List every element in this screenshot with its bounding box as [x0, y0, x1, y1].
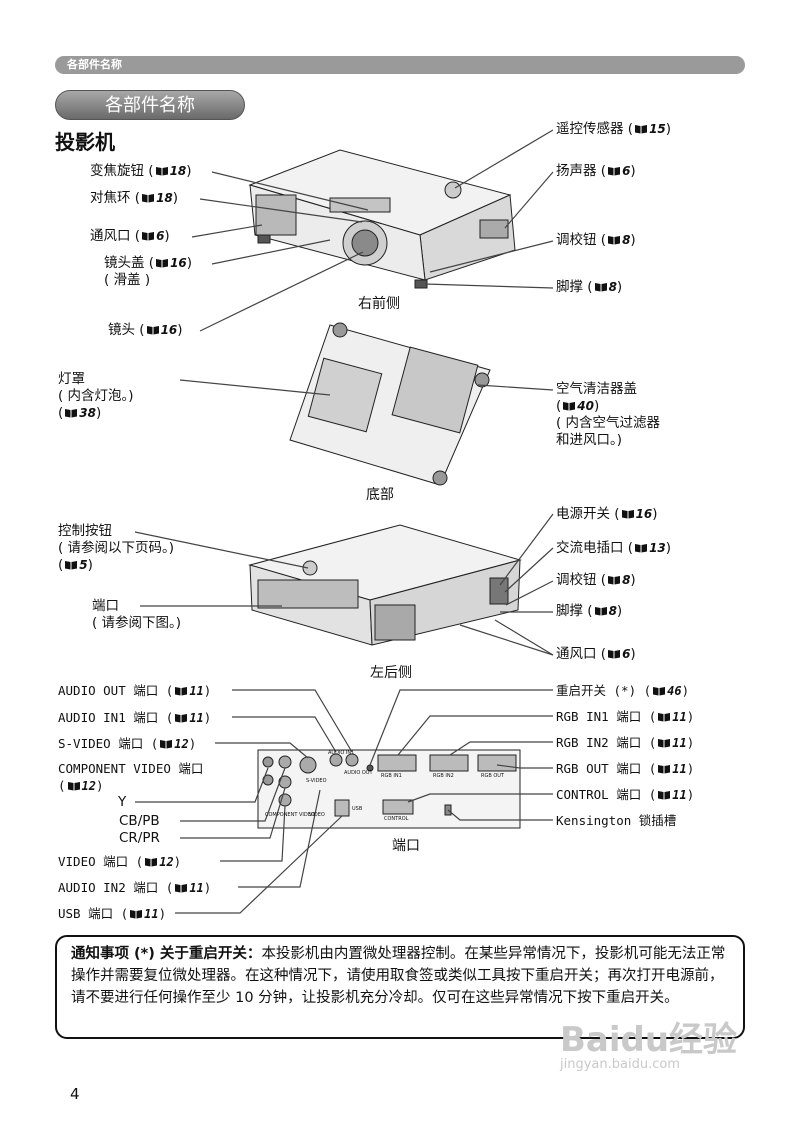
panel-text-video: VIDEO	[309, 812, 325, 818]
book-icon	[64, 408, 78, 418]
label-power-switch: 电源开关 (16)	[556, 506, 658, 523]
label-audio-out: AUDIO OUT 端口 (11)	[58, 682, 211, 700]
label-remote-sensor: 遥控传感器 (15)	[556, 121, 671, 138]
caption-front: 右前侧	[358, 293, 400, 313]
book-icon	[67, 781, 81, 791]
label-speaker: 扬声器 (6)	[556, 163, 636, 180]
label-air-filter-cover: 空气清洁器盖(40)( 内含空气过滤器和进风口。)	[556, 381, 660, 449]
book-icon	[607, 166, 621, 176]
label-s-video: S-VIDEO 端口 (12)	[58, 735, 196, 753]
panel-text-audio-out: AUDIO OUT	[344, 770, 373, 776]
label-audio-in1: AUDIO IN1 端口 (11)	[58, 709, 211, 727]
label-audio-in2: AUDIO IN2 端口 (11)	[58, 879, 211, 897]
book-icon	[159, 739, 173, 749]
label-lens: 镜头 (16)	[108, 322, 183, 339]
label-adjust-button-front: 调校钮 (8)	[556, 232, 636, 249]
label-rgb-out: RGB OUT 端口 (11)	[556, 760, 694, 778]
book-icon	[155, 166, 169, 176]
projector-bottom-illustration	[290, 323, 490, 485]
panel-text-control: CONTROL	[384, 816, 408, 822]
caption-bottom: 底部	[366, 484, 394, 504]
book-icon	[634, 124, 648, 134]
label-rgb-in2: RGB IN2 端口 (11)	[556, 734, 694, 752]
label-control-buttons: 控制按钮( 请参阅以下页码。)(5)	[58, 523, 174, 574]
label-ports: 端口( 请参阅下图。)	[92, 598, 181, 632]
book-icon	[562, 401, 576, 411]
label-usb: USB 端口 (11)	[58, 905, 166, 923]
label-kensington-slot: Kensington 锁插槽	[556, 812, 676, 829]
panel-text-rgb-out: RGB OUT	[481, 773, 504, 779]
book-icon	[657, 790, 671, 800]
projector-rear-illustration	[250, 525, 520, 645]
label-vent-front: 通风口 (6)	[90, 228, 170, 245]
book-icon	[129, 909, 143, 919]
panel-text-rgb-in1: RGB IN1	[381, 773, 402, 779]
book-icon	[657, 764, 671, 774]
page-number: 4	[70, 1085, 80, 1103]
label-zoom-knob: 变焦旋钮 (18)	[90, 163, 192, 180]
panel-text-usb: USB	[352, 806, 362, 812]
book-icon	[594, 606, 608, 616]
label-reset-switch: 重启开关 (*) (46)	[556, 682, 689, 700]
panel-text-audio-in1: AUDIO IN1	[328, 750, 354, 756]
label-component-cb-pb: CB/PB	[119, 813, 160, 830]
label-rgb-in1: RGB IN1 端口 (11)	[556, 708, 694, 726]
book-icon	[657, 738, 671, 748]
label-foot-front: 脚撑 (8)	[556, 279, 622, 296]
label-focus-ring: 对焦环 (18)	[90, 190, 178, 207]
panel-text-rgb-in2: RGB IN2	[433, 773, 454, 779]
book-icon	[146, 325, 160, 335]
label-component-cr-pr: CR/PR	[119, 830, 160, 847]
label-component-video: COMPONENT VIDEO 端口(12)	[58, 760, 203, 795]
book-icon	[64, 560, 78, 570]
book-icon	[144, 857, 158, 867]
label-adjust-button-rear: 调校钮 (8)	[556, 572, 636, 589]
book-icon	[657, 712, 671, 722]
book-icon	[174, 883, 188, 893]
label-control-port: CONTROL 端口 (11)	[556, 786, 694, 804]
caption-ports: 端口	[392, 835, 420, 855]
watermark-logo: Baidu经验	[560, 1012, 750, 1061]
book-icon	[607, 235, 621, 245]
label-ac-inlet: 交流电插口 (13)	[556, 540, 671, 557]
projector-front-illustration	[250, 150, 515, 288]
book-icon	[174, 713, 188, 723]
book-icon	[141, 231, 155, 241]
label-component-y: Y	[118, 794, 126, 811]
label-foot-rear: 脚撑 (8)	[556, 603, 622, 620]
book-icon	[141, 193, 155, 203]
notice-heading: 通知事项 (*) 关于重启开关：	[71, 946, 261, 962]
watermark: Baidu经验 jingyan.baidu.com	[560, 1012, 750, 1100]
caption-rear: 左后侧	[370, 662, 412, 682]
label-video: VIDEO 端口 (12)	[58, 853, 181, 871]
book-icon	[634, 543, 648, 553]
label-lamp-cover: 灯罩( 内含灯泡。)(38)	[58, 371, 134, 422]
panel-text-svideo: S-VIDEO	[306, 778, 327, 784]
panel-text-component: COMPONENT VIDEO	[265, 812, 315, 818]
book-icon	[594, 282, 608, 292]
label-lens-cover: 镜头盖 (16)( 滑盖 )	[104, 255, 192, 289]
book-icon	[607, 649, 621, 659]
book-icon	[652, 686, 666, 696]
book-icon	[155, 258, 169, 268]
book-icon	[174, 686, 188, 696]
book-icon	[607, 575, 621, 585]
label-vent-rear: 通风口 (6)	[556, 646, 636, 663]
book-icon	[621, 509, 635, 519]
